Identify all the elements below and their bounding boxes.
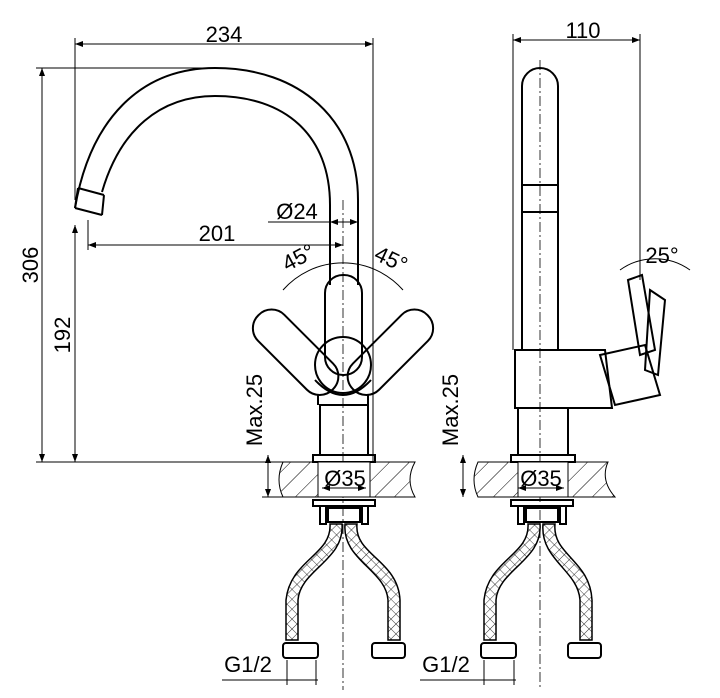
reach-dimension: 201 [199, 221, 236, 246]
width-dimension: 234 [206, 22, 243, 47]
base-diameter-side: Ø35 [520, 466, 562, 491]
flange [312, 454, 376, 463]
spout-height-dimension: 192 [50, 317, 75, 354]
front-view: 234 306 192 201 Ø24 45° 45° Max.25 Ø35 G… [18, 22, 435, 690]
lever-angle-right: 45° [371, 241, 412, 278]
base-diameter-front: Ø35 [324, 466, 366, 491]
lever-handles [251, 200, 435, 690]
max-thickness-side: Max.25 [438, 374, 463, 446]
mounting-hardware [312, 499, 376, 525]
hose-right [344, 523, 401, 641]
lever-angle-left: 45° [278, 239, 319, 277]
height-dimension: 306 [18, 247, 43, 284]
max-thickness-front: Max.25 [242, 374, 267, 446]
nut-left [282, 642, 319, 659]
depth-dimension: 110 [565, 18, 600, 43]
spout-diameter: Ø24 [276, 199, 318, 224]
lever-base-side [598, 343, 662, 407]
side-view: 110 25° Max.25 Ø35 G1/2 [420, 18, 691, 690]
lever-side [626, 273, 657, 357]
spout [74, 66, 359, 285]
thread-side: G1/2 [422, 652, 470, 677]
lever-tilt-angle: 25° [645, 243, 678, 268]
body-side [514, 349, 614, 409]
dimensions-side [420, 34, 691, 685]
stem [319, 404, 369, 456]
nut-right [371, 642, 406, 659]
dimensions-front [36, 38, 374, 685]
thread-front: G1/2 [224, 652, 272, 677]
hose-left [285, 523, 343, 641]
